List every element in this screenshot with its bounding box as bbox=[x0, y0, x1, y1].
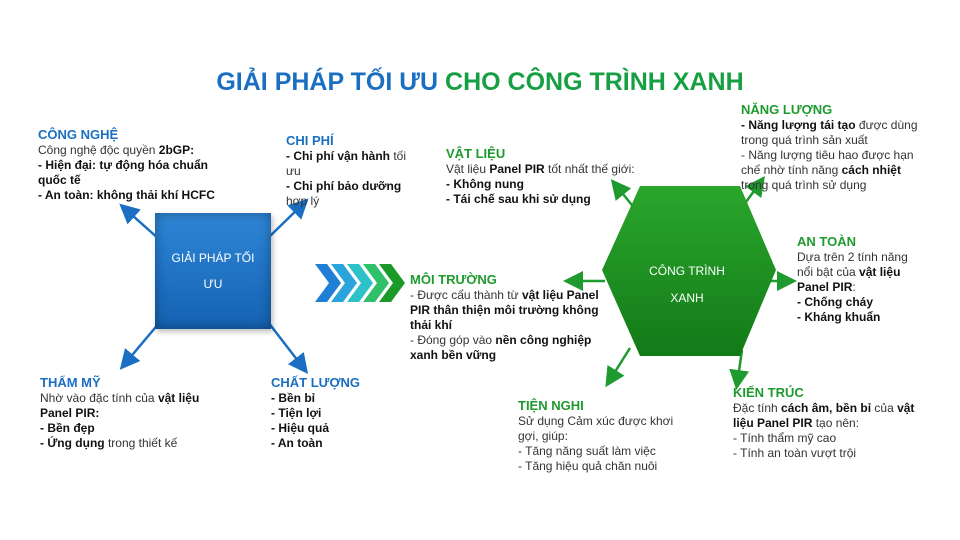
center-square-giai-phap: GIẢI PHÁP TỐI ƯU bbox=[155, 213, 271, 329]
arrow-chat-luong bbox=[267, 321, 309, 374]
hexagon-shape bbox=[602, 186, 776, 356]
block-an-toan: AN TOÀN Dựa trên 2 tính năng nổi bật của… bbox=[797, 234, 908, 324]
arrow-tien-nghi bbox=[605, 347, 632, 388]
arrow-cong-nghe bbox=[119, 203, 161, 241]
blue-arrows bbox=[119, 198, 309, 374]
page-title: GIẢI PHÁP TỐI ƯU CHO CÔNG TRÌNH XANH bbox=[216, 68, 744, 96]
block-cong-nghe: CÔNG NGHỆ Công nghệ độc quyền 2bGP: - Hi… bbox=[38, 127, 215, 202]
block-vat-lieu: VẬT LIỆU Vật liệu Panel PIR tốt nhất thế… bbox=[446, 146, 635, 206]
block-tien-nghi: TIỆN NGHI Sử dụng Cảm xúc được khơi gợi,… bbox=[518, 398, 674, 473]
block-moi-truong: MÔI TRƯỜNG - Được cấu thành từ vật liệu … bbox=[410, 272, 599, 362]
block-chi-phi: CHI PHÍ - Chi phí vận hành tối ưu - Chi … bbox=[286, 133, 407, 208]
hexagon-label: CÔNG TRÌNH XANH bbox=[649, 264, 725, 305]
block-chat-luong: CHẤT LƯỢNG - Bền bỉ - Tiện lợi - Hiệu qu… bbox=[271, 375, 361, 450]
block-nang-luong: NĂNG LƯỢNG - Năng lượng tái tạo được dùn… bbox=[741, 102, 918, 192]
arrow-chi-phi bbox=[267, 198, 309, 239]
block-tham-my: THẨM MỸ Nhờ vào đặc tính của vật liệu Pa… bbox=[40, 375, 200, 450]
arrow-kien-truc bbox=[729, 349, 750, 390]
block-kien-truc: KIẾN TRÚC Đặc tính cách âm, bền bỉ của v… bbox=[733, 385, 915, 460]
chevrons-icon bbox=[315, 264, 405, 302]
arrow-tham-my bbox=[119, 321, 161, 370]
